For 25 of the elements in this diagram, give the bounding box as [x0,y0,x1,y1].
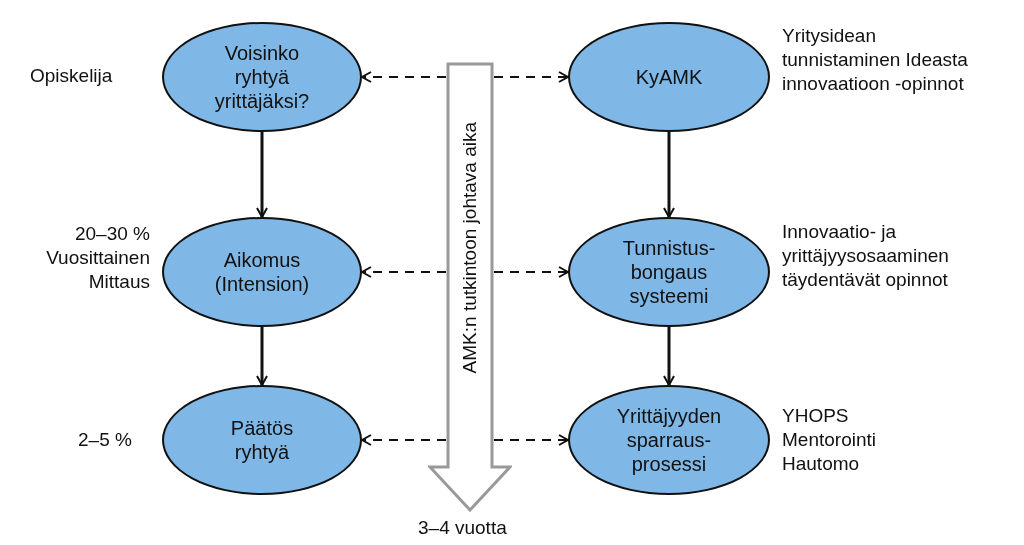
node-label: KyAMK [635,65,703,89]
side-note: Opiskelija [30,64,114,88]
dashed-arrow [361,266,447,278]
node-label: Tunnistus-bongaus systeemi [621,236,717,308]
dashed-arrow [361,71,447,83]
node-label: Voisinko ryhtyä yrittäjäksi? [213,41,311,113]
node-label: Yrittäjyyden sparraus-prosessi [615,404,723,476]
side-note: Yritysidean tunnistaminen Ideasta innovaatioon -opinnot [782,24,969,96]
dashed-arrow [493,434,569,446]
side-note: YHOPS Mentorointi Hautomo [782,404,877,476]
arrow [256,327,268,386]
arrow [663,327,675,386]
node-label: Päätös ryhtyä [229,416,295,464]
side-note: Innovaatio- ja yrittäjyysosaaminen täydentävät opinnot [782,220,950,292]
side-note: 2–5 % [78,428,133,452]
dashed-arrow [361,434,447,446]
dashed-arrow [493,266,569,278]
side-note: 3–4 vuotta [418,516,508,540]
side-note: 20–30 % Vuosittainen Mittaus [45,222,150,294]
hollow-down-arrow [428,62,512,512]
arrow [256,132,268,218]
arrow-label: AMK:n tutkintoon johtava aika [459,122,481,374]
arrow [663,132,675,218]
node-label: Aikomus (Intension) [213,248,311,296]
dashed-arrow [493,71,569,83]
